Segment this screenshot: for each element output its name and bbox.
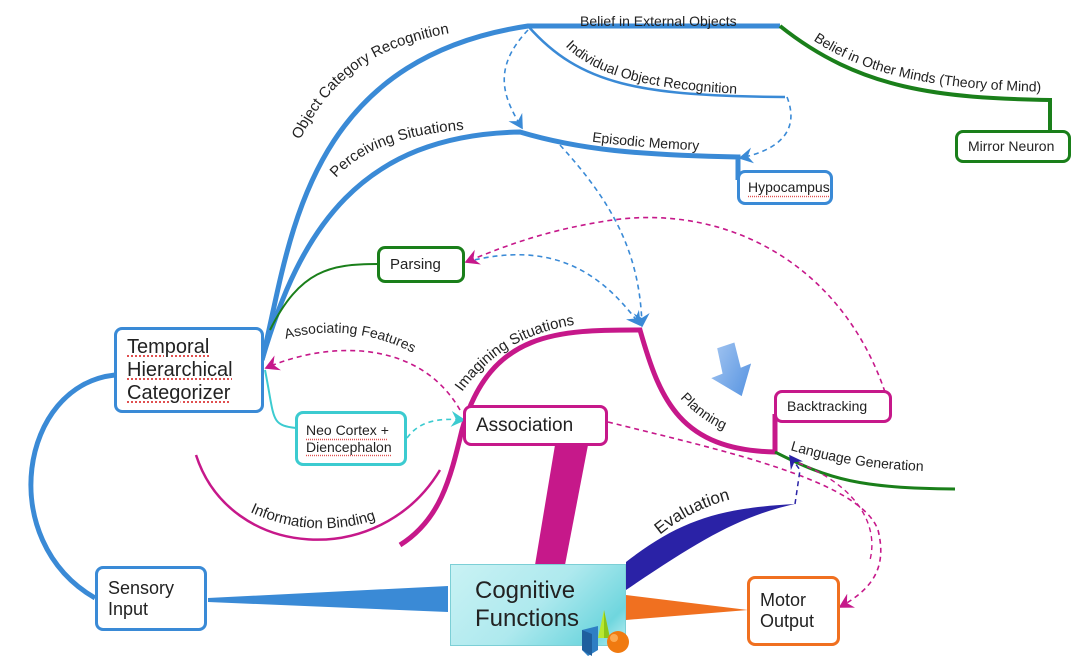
node-label: Temporal Hierarchical Categorizer [127,335,233,404]
node-sensory-input[interactable]: Sensory Input [95,566,207,631]
branch-sensory-to-temporal [28,372,116,601]
node-label: Neo Cortex + Diencephalon [306,422,392,455]
link-neo-cortex-to-association [406,410,466,439]
central-label: Cognitive Functions [475,577,580,632]
branch-neo-cortex [264,369,297,429]
node-label: Parsing [390,255,441,273]
node-label: Mirror Neuron [968,138,1055,155]
link-language-to-motor [789,459,873,561]
branch-belief-other-minds [778,24,1052,132]
link-backtracking-to-parsing [464,216,886,393]
shapes-icon [582,610,629,656]
node-label: Backtracking [787,398,868,415]
node-label: Sensory Input [108,577,175,619]
spoke-evaluation [626,504,795,590]
label-belief-other-minds: Belief in Other Minds (Theory of Mind) [812,29,1042,94]
link-perceiving-to-imagining [559,144,650,328]
node-association[interactable]: Association [463,405,608,446]
node-motor-output[interactable]: Motor Output [747,576,840,646]
spoke-sensory [208,586,448,612]
node-backtracking[interactable]: Backtracking [774,390,892,423]
label-belief-external: Belief in External Objects [580,13,737,29]
node-label: Hypocampus [748,179,830,196]
label-individual-object: Individual Object Recognition [563,37,737,97]
branch-parsing [269,263,379,331]
label-information-binding: Information Binding [248,500,377,532]
link-individual-to-hypocampus [738,96,792,164]
branch-imagining-situations [398,327,778,548]
node-hypocampus[interactable]: Hypocampus [737,170,833,205]
node-label: Motor Output [760,590,815,631]
branch-information-binding [194,454,442,541]
down-arrow-icon [711,342,752,397]
link-evaluation-to-planning [789,454,804,505]
link-association-to-motor [607,421,882,608]
branch-perceiving-situations [259,129,741,361]
link-episodic-to-imagining [503,29,529,130]
spoke-association [535,445,588,565]
node-neo-cortex[interactable]: Neo Cortex + Diencephalon [295,411,407,466]
node-label: Association [476,414,574,436]
node-temporal-hierarchical-categorizer[interactable]: Temporal Hierarchical Categorizer [114,327,264,413]
node-mirror-neuron[interactable]: Mirror Neuron [955,130,1071,163]
branch-individual-object [527,25,786,99]
branch-object-category [259,23,780,361]
node-parsing[interactable]: Parsing [377,246,465,283]
label-perceiving: Perceiving Situations [327,117,465,181]
spoke-motor [626,595,748,620]
link-parsing-to-imagining [465,254,641,327]
link-association-to-temporal [264,349,461,411]
